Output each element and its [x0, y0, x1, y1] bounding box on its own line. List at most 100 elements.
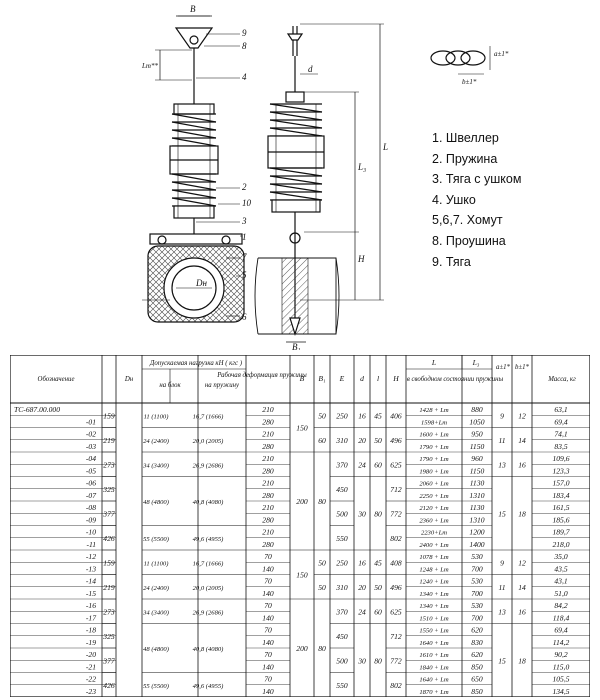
hdr-load: Допускаемая нагрузка кН ( кгс ) [149, 360, 243, 367]
l3-cell: 950 [471, 430, 483, 439]
dn-cell: 273 [103, 607, 115, 616]
length-cell: 1790 + Lт [419, 456, 449, 463]
callout-5: 5 [242, 270, 247, 280]
dim-h: H [357, 254, 365, 264]
designation-cell: -15 [86, 589, 96, 598]
designation-cell: -21 [86, 662, 96, 671]
designation-cell: -12 [86, 552, 96, 561]
length-cell: 1428 + Lт [419, 407, 449, 414]
l3-cell: 1310 [469, 515, 484, 524]
mass-cell: 69,4 [554, 417, 567, 426]
designation-cell: -14 [86, 577, 96, 586]
mass-cell: 185,6 [552, 515, 569, 524]
length-cell: 2400 + Lт [419, 542, 449, 549]
load-block-cell: 34 (3400) [142, 462, 169, 469]
callout-2: 2 [242, 182, 247, 192]
length-cell: 2360 + Lт [419, 517, 449, 524]
E-cell: 500 [336, 509, 348, 518]
mass-cell: 123,3 [552, 466, 569, 475]
length-cell: 1550 + Lт [419, 628, 449, 635]
designation-cell: -06 [86, 479, 96, 488]
deform-cell: 280 [262, 466, 274, 475]
l3-cell: 530 [471, 552, 483, 561]
load-spring-cell: 26,9 (2686) [193, 609, 224, 616]
dim-d: d [308, 64, 313, 74]
designation-cell: -02 [86, 430, 96, 439]
l3-cell: 1130 [470, 503, 485, 512]
designation-cell: -23 [86, 687, 96, 696]
hdr-big-l: L [431, 358, 436, 367]
E-cell: 450 [336, 485, 348, 494]
dn-cell: 325 [102, 485, 115, 494]
l-cell: 45 [374, 411, 382, 420]
mass-cell: 115,0 [553, 662, 570, 671]
l3-cell: 850 [471, 662, 483, 671]
l3-cell: 880 [471, 405, 483, 414]
E-cell: 250 [336, 558, 348, 567]
length-cell: 1600 + Lт [419, 432, 449, 439]
callout-10: 10 [242, 198, 252, 208]
H-cell: 802 [390, 534, 402, 543]
mass-cell: 183,4 [552, 491, 569, 500]
dn-cell: 377 [102, 509, 116, 518]
a-cell: 11 [498, 583, 505, 592]
H-cell: 408 [390, 558, 402, 567]
hdr-h: H [392, 374, 399, 383]
load-spring-cell: 49,6 (4955) [193, 536, 224, 543]
B-cell: 150 [296, 571, 308, 580]
designation-cell: ТС-687.00.000 [14, 405, 60, 414]
deform-cell: 280 [262, 515, 274, 524]
d-cell: 20 [358, 583, 366, 592]
assembly-drawing: 9 8 4 2 10 3 1 7 5 6 B L L₃ H d Dн B₁ a±… [141, 4, 509, 350]
hdr-load-block: на блок [159, 382, 181, 389]
B1-cell: 50 [318, 411, 326, 420]
b-cell: 12 [518, 558, 526, 567]
E-cell: 550 [336, 534, 348, 543]
hdr-l3: L₃ [472, 358, 480, 367]
load-spring-cell: 40,8 (4080) [193, 646, 224, 653]
length-cell: 2060 + Lт [419, 481, 449, 488]
deform-cell: 70 [264, 675, 272, 684]
deform-cell: 140 [262, 662, 274, 671]
B-cell: 200 [296, 497, 308, 506]
l3-cell: 1310 [469, 491, 484, 500]
hdr-deform: Рабочая деформация пружины [216, 372, 307, 379]
b-cell: 18 [518, 656, 526, 665]
d-cell: 24 [358, 460, 366, 469]
dim-b: B [190, 4, 196, 14]
hdr-l-free: в свободном состоянии пружины [407, 376, 504, 383]
deform-cell: 70 [264, 577, 272, 586]
B1-cell: 80 [318, 644, 326, 653]
mass-cell: 90,2 [554, 650, 567, 659]
dn-cell: 159 [103, 558, 115, 567]
hdr-e: E [339, 374, 345, 383]
E-cell: 370 [335, 607, 348, 616]
dn-cell: 219 [103, 436, 115, 445]
legend-item: 8. Проушина [432, 233, 506, 248]
load-spring-cell: 26,9 (2686) [193, 462, 224, 469]
designation-cell: -04 [86, 454, 96, 463]
mass-cell: 83,5 [554, 442, 567, 451]
dn-cell: 159 [103, 411, 115, 420]
deform-cell: 210 [262, 454, 274, 463]
hdr-designation: Обозначение [38, 376, 75, 383]
H-cell: 625 [390, 607, 402, 616]
load-spring-cell: 20,0 (2005) [193, 585, 224, 592]
length-cell: 1598+Lт [421, 419, 447, 426]
load-spring-cell: 16,7 (1666) [193, 413, 224, 420]
a-cell: 9 [500, 411, 504, 420]
length-cell: 1980 + Lт [419, 468, 449, 475]
dim-b-tol: b±1* [462, 78, 477, 86]
load-spring-cell: 16,7 (1666) [193, 560, 224, 567]
l3-cell: 1050 [469, 417, 484, 426]
l3-cell: 700 [471, 613, 483, 622]
mass-cell: 157,0 [552, 479, 569, 488]
d-cell: 16 [358, 558, 366, 567]
l3-cell: 1400 [469, 540, 484, 549]
b-cell: 14 [518, 583, 526, 592]
mass-cell: 35,0 [553, 552, 567, 561]
l3-cell: 1150 [470, 466, 485, 475]
d-cell: 30 [357, 509, 366, 518]
l-cell: 50 [374, 436, 382, 445]
dim-b1: B₁ [292, 342, 301, 350]
